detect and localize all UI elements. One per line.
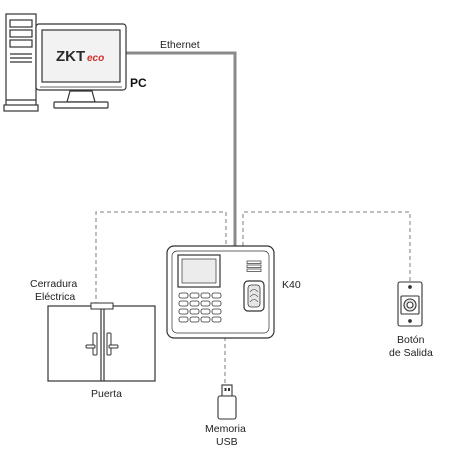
exit-button-wire [242, 211, 411, 282]
k40-device-icon [166, 245, 275, 339]
usb-label-line1: Memoria [205, 423, 246, 435]
ethernet-label: Ethernet [160, 39, 200, 51]
door-icon [47, 305, 156, 382]
lock-label-line2: Eléctrica [35, 291, 75, 303]
door-handles-icon [85, 332, 119, 356]
k40-keypad [178, 292, 222, 323]
exit-label-line1: Botón [397, 334, 425, 346]
exit-button-icon [397, 281, 423, 327]
pc-tower-icon [3, 13, 39, 112]
ethernet-cable [126, 51, 237, 246]
svg-text:eco: eco [87, 53, 104, 64]
door-label: Puerta [91, 388, 122, 400]
zkteco-logo: ZKT eco [56, 48, 104, 65]
electric-lock-icon [90, 302, 114, 310]
exit-label-line2: de Salida [389, 347, 433, 359]
lock-label-line1: Cerradura [30, 278, 77, 290]
usb-label-line2: USB [216, 436, 238, 448]
svg-text:ZKT: ZKT [56, 48, 85, 65]
lock-wire [95, 211, 227, 306]
pc-label: PC [130, 76, 147, 90]
usb-drive-icon [217, 384, 237, 420]
pc-monitor-icon [35, 23, 127, 109]
device-label: K40 [282, 279, 301, 291]
